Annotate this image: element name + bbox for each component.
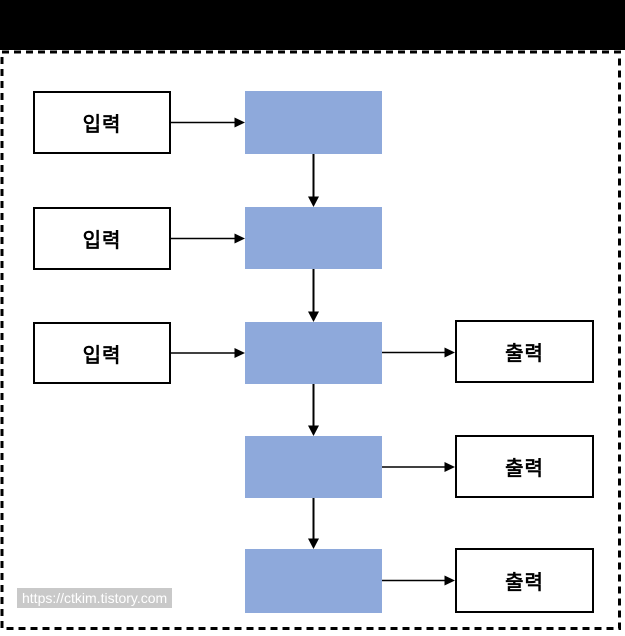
output-box-1: 출력 xyxy=(455,320,594,383)
input-box-1: 입력 xyxy=(33,91,171,154)
arrow-process4-output2 xyxy=(382,462,455,472)
arrow-process4-process5 xyxy=(308,498,319,549)
arrow-process3-output1 xyxy=(382,347,455,358)
process-box-5 xyxy=(245,549,382,613)
selection-dashed-border xyxy=(0,50,621,630)
watermark-url: https://ctkim.tistory.com xyxy=(17,588,173,608)
input-box-2: 입력 xyxy=(33,207,171,270)
arrow-process3-process4 xyxy=(308,384,319,436)
process-box-4 xyxy=(245,436,382,498)
input-box-3: 입력 xyxy=(33,322,171,384)
process-box-2 xyxy=(245,207,382,269)
arrow-input1-process1 xyxy=(171,117,245,128)
arrow-input3-process3 xyxy=(171,348,245,358)
output-box-3: 출력 xyxy=(455,548,594,613)
arrow-process1-process2 xyxy=(308,154,319,207)
arrow-process2-process3 xyxy=(308,269,319,322)
top-black-band xyxy=(0,0,625,50)
arrow-input2-process2 xyxy=(171,233,245,244)
output-box-2: 출력 xyxy=(455,435,594,498)
arrow-process5-output3 xyxy=(382,575,455,586)
process-box-3 xyxy=(245,322,382,384)
process-box-1 xyxy=(245,91,382,154)
